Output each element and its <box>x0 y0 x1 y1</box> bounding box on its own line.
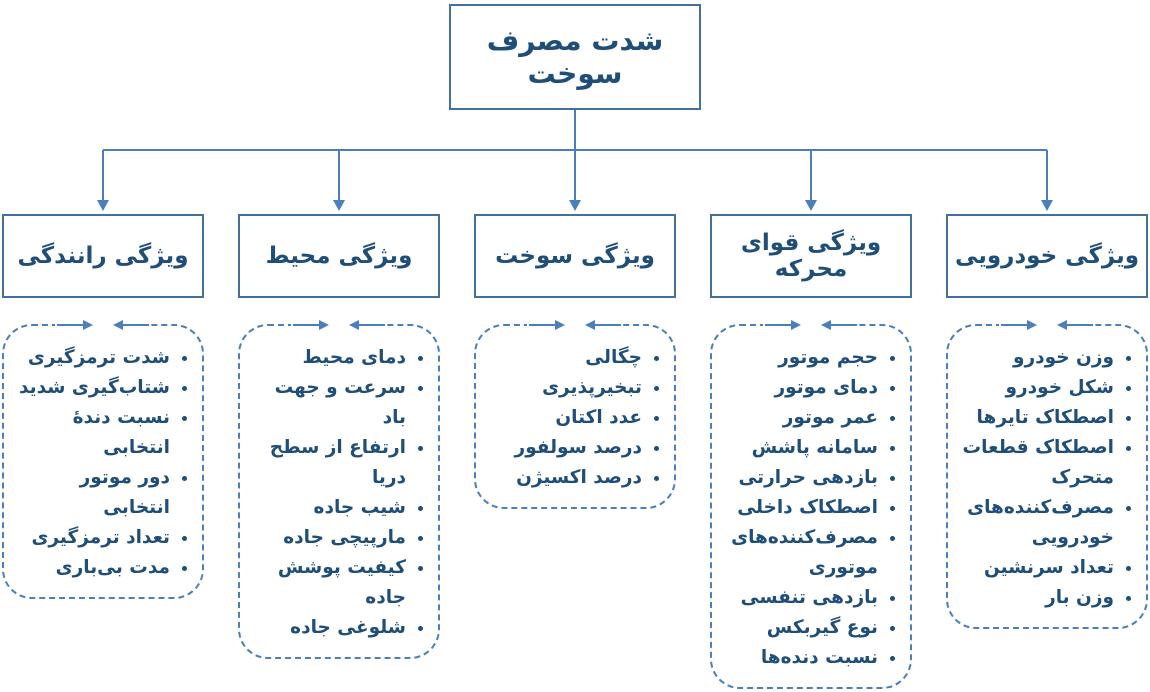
list-item: بازدهی حرارتی <box>722 463 878 493</box>
list-item: حجم موتور <box>722 343 878 373</box>
category-box-driving: ویژگی رانندگی <box>2 214 204 298</box>
list-item: مصرف‌کننده‌های موتوری <box>722 523 878 583</box>
converging-arrows-icon <box>55 318 151 332</box>
list-item: مدت بی‌باری <box>14 553 170 583</box>
arrowhead-icon <box>97 200 1053 211</box>
list-item: ارتفاع از سطح دریا <box>250 433 406 493</box>
list-item: بازدهی تنفسی <box>722 583 878 613</box>
category-column-fuel: ویژگی سوخت چگالیتبخیرپذیریعدد اکتاندرصد … <box>474 214 676 689</box>
detail-list-environment: دمای محیطسرعت و جهت بادارتفاع از سطح دری… <box>246 343 430 643</box>
list-item: درصد اکسیژن <box>486 463 642 493</box>
root-node-title: شدت مصرف سوخت <box>449 4 701 110</box>
list-item: نوع گیربکس <box>722 613 878 643</box>
list-item: سرعت و جهت باد <box>250 373 406 433</box>
list-item: شلوغی جاده <box>250 613 406 643</box>
converging-arrows-icon <box>999 318 1095 332</box>
list-item: وزن خودرو <box>958 343 1114 373</box>
category-columns: ویژگی رانندگی شدت ترمزگیریشتاب‌گیری شدید… <box>0 214 1150 689</box>
detail-box-driving: شدت ترمزگیریشتاب‌گیری شدیدنسبت دندهٔ انت… <box>2 318 204 599</box>
detail-box-powertrain: حجم موتوردمای موتورعمر موتورسامانه پاششب… <box>710 318 912 689</box>
list-item: دمای موتور <box>722 373 878 403</box>
list-item: نسبت دنده‌ها <box>722 643 878 673</box>
list-item: شکل خودرو <box>958 373 1114 403</box>
list-item: چگالی <box>486 343 642 373</box>
detail-box-fuel: چگالیتبخیرپذیریعدد اکتاندرصد سولفوردرصد … <box>474 318 676 509</box>
converging-arrows-icon <box>527 318 623 332</box>
category-box-powertrain: ویژگی قوای محرکه <box>710 214 912 298</box>
list-item: شیب جاده <box>250 493 406 523</box>
converging-arrows-icon <box>291 318 387 332</box>
list-item: دمای محیط <box>250 343 406 373</box>
list-item: سامانه پاشش <box>722 433 878 463</box>
list-item: مصرف‌کننده‌های خودرویی <box>958 493 1114 553</box>
list-item: تعداد ترمزگیری <box>14 523 170 553</box>
category-box-fuel: ویژگی سوخت <box>474 214 676 298</box>
detail-list-powertrain: حجم موتوردمای موتورعمر موتورسامانه پاششب… <box>718 343 902 673</box>
list-item: عدد اکتان <box>486 403 642 433</box>
converging-arrows-icon <box>763 318 859 332</box>
category-column-vehicle: ویژگی خودرویی وزن خودروشکل خودرواصطکاک ت… <box>946 214 1148 689</box>
list-item: اصطکاک تایرها <box>958 403 1114 433</box>
list-item: مارپیچی جاده <box>250 523 406 553</box>
category-box-environment: ویژگی محیط <box>238 214 440 298</box>
detail-box-vehicle: وزن خودروشکل خودرواصطکاک تایرهااصطکاک قط… <box>946 318 1148 629</box>
list-item: اصطکاک قطعات متحرک <box>958 433 1114 493</box>
detail-box-environment: دمای محیطسرعت و جهت بادارتفاع از سطح دری… <box>238 318 440 659</box>
category-column-environment: ویژگی محیط دمای محیطسرعت و جهت بادارتفاع… <box>238 214 440 689</box>
category-box-vehicle: ویژگی خودرویی <box>946 214 1148 298</box>
category-column-driving: ویژگی رانندگی شدت ترمزگیریشتاب‌گیری شدید… <box>2 214 204 689</box>
list-item: کیفیت پوشش جاده <box>250 553 406 613</box>
detail-list-vehicle: وزن خودروشکل خودرواصطکاک تایرهااصطکاک قط… <box>954 343 1138 613</box>
detail-list-fuel: چگالیتبخیرپذیریعدد اکتاندرصد سولفوردرصد … <box>482 343 666 493</box>
list-item: شدت ترمزگیری <box>14 343 170 373</box>
detail-list-driving: شدت ترمزگیریشتاب‌گیری شدیدنسبت دندهٔ انت… <box>10 343 194 583</box>
list-item: اصطکاک داخلی <box>722 493 878 523</box>
list-item: درصد سولفور <box>486 433 642 463</box>
list-item: تعداد سرنشین <box>958 553 1114 583</box>
list-item: دور موتور انتخابی <box>14 463 170 523</box>
list-item: وزن بار <box>958 583 1114 613</box>
list-item: عمر موتور <box>722 403 878 433</box>
category-column-powertrain: ویژگی قوای محرکه حجم موتوردمای موتورعمر … <box>710 214 912 689</box>
list-item: تبخیرپذیری <box>486 373 642 403</box>
list-item: شتاب‌گیری شدید <box>14 373 170 403</box>
list-item: نسبت دندهٔ انتخابی <box>14 403 170 463</box>
